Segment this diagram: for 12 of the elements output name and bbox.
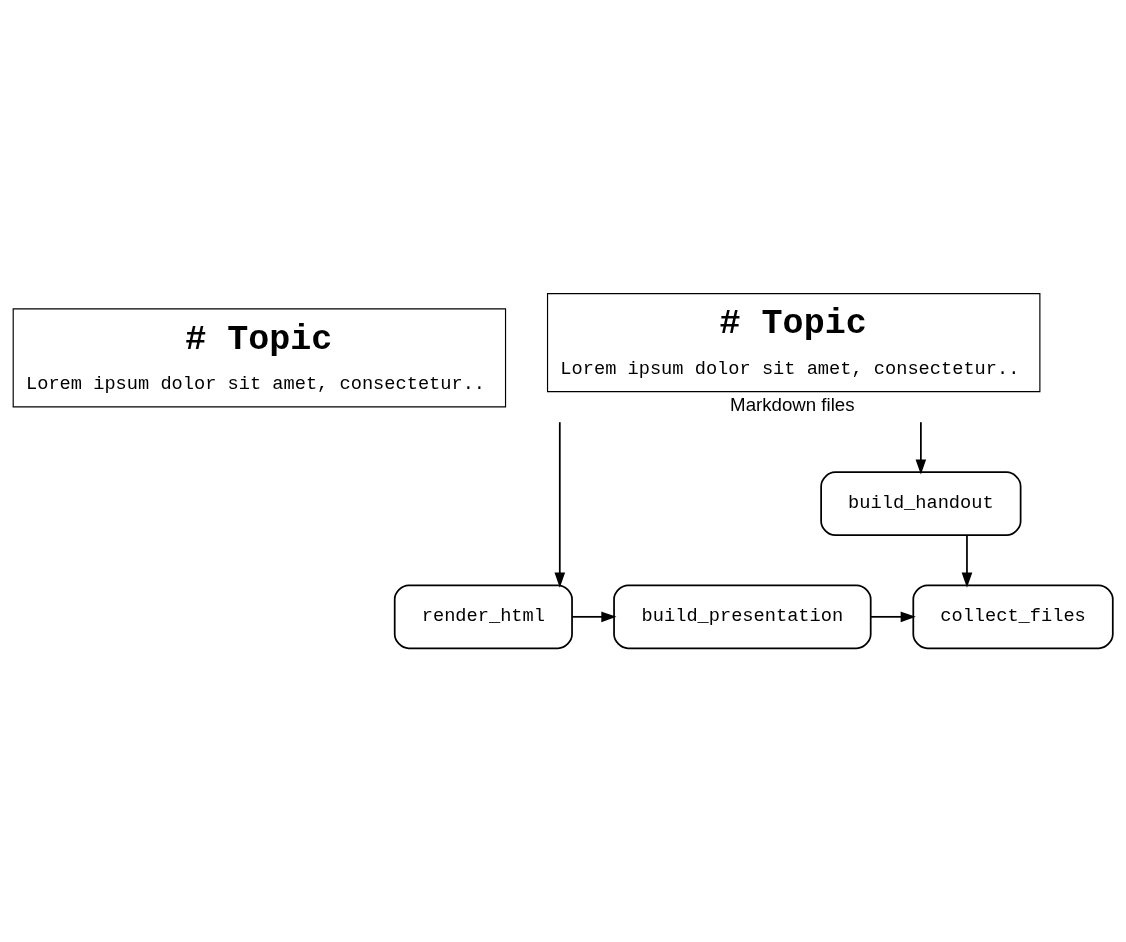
arrow [915,421,927,475]
arrow [870,611,916,623]
arrow [571,611,617,623]
node-box: # Topic Lorem ipsum dolor sit amet, consectetur.. [546,293,1041,393]
node-box: build_presentation [613,584,872,650]
arrow [554,421,566,588]
node-box: build_handout [820,471,1022,537]
node-label: Markdown files [730,394,855,416]
arrow [961,534,973,588]
node-box: render_html [393,584,573,650]
node-box: # Topic Lorem ipsum dolor sit amet, consectetur.. [12,308,507,408]
node-box: collect_files [912,584,1114,650]
